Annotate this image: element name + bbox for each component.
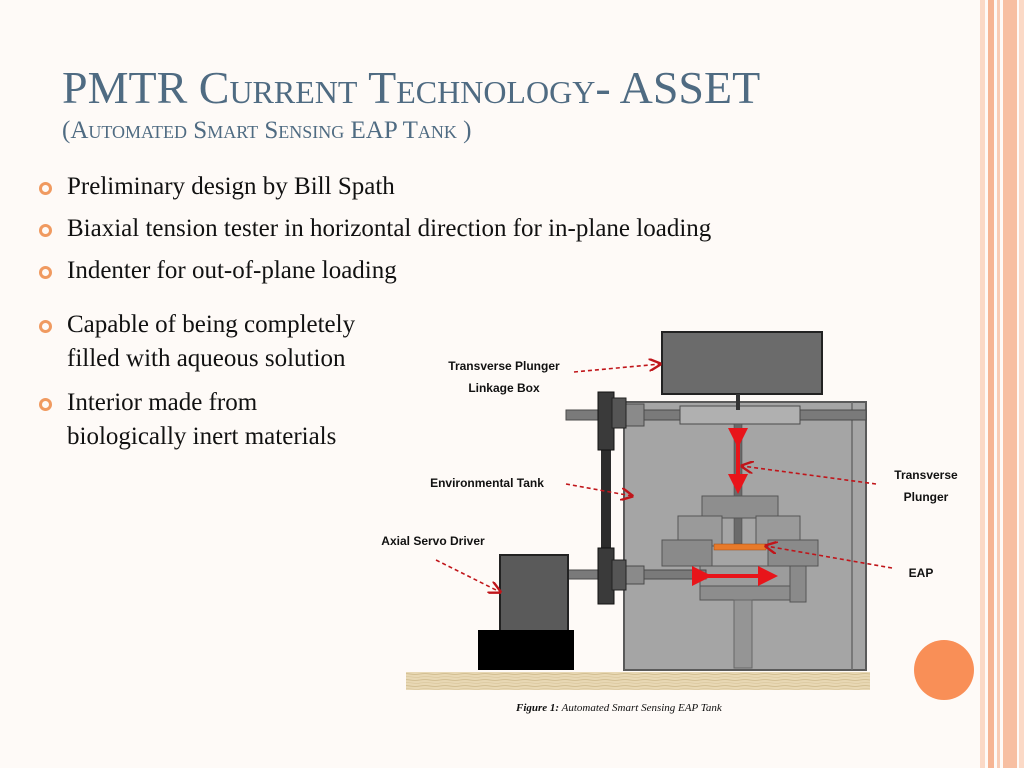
grip-upper [701, 495, 779, 519]
label-eap: EAP [909, 566, 934, 580]
bullet-icon [39, 398, 52, 411]
servo-base [478, 630, 574, 670]
asset-figure: Transverse Plunger Linkage Box Environme… [381, 331, 958, 690]
label-transverse-line1: Transverse [894, 468, 958, 482]
grip-right-clamp [767, 539, 819, 567]
bullet-icon [39, 266, 52, 279]
figure-caption: Figure 1: Automated Smart Sensing EAP Ta… [516, 702, 722, 714]
bullet-list-left: Capable of being completely filled with … [38, 308, 368, 464]
bullet-icon [39, 320, 52, 333]
title-small-caps: Current Technology [198, 62, 596, 113]
eap-sample [713, 543, 767, 551]
upper-bearing [611, 397, 627, 429]
label-transverse-line2: Plunger [904, 490, 949, 504]
leader-axial-servo [435, 559, 500, 592]
slide-subtitle: (Automated Smart Sensing EAP Tank ) [62, 117, 472, 144]
bullet-text: Capable of being completely filled with … [67, 311, 356, 372]
decor-stripe-5 [1019, 0, 1024, 768]
bullet-text: Interior made from biologically inert ma… [67, 389, 337, 450]
decor-stripe-4 [1003, 0, 1017, 768]
top-shaft-coupling [625, 403, 645, 427]
plunger-linkage-box [661, 331, 823, 395]
decor-orange-circle [914, 640, 974, 700]
leader-linkage-box [573, 364, 660, 373]
label-env-tank: Environmental Tank [430, 476, 544, 490]
servo-driver [499, 554, 569, 636]
bullet-item: Indenter for out-of-plane loading [38, 254, 938, 288]
label-plunger-box-line1: Transverse Plunger [448, 359, 560, 373]
caption-label: Figure 1: [516, 702, 560, 714]
caption-text: Automated Smart Sensing EAP Tank [559, 702, 722, 714]
title-suffix: - ASSET [595, 62, 761, 113]
bullet-item: Biaxial tension tester in horizontal dir… [38, 212, 938, 246]
decor-stripe-2 [988, 0, 994, 768]
leader-transverse-plunger [742, 466, 877, 485]
support-post [733, 599, 753, 669]
bullet-item: Interior made from biologically inert ma… [38, 386, 368, 454]
base-plank [406, 672, 870, 690]
bullet-text: Indenter for out-of-plane loading [67, 257, 397, 284]
leader-eap [766, 546, 893, 569]
bullet-item: Preliminary design by Bill Spath [38, 170, 938, 204]
bullet-list-top: Preliminary design by Bill Spath Biaxial… [38, 170, 938, 296]
bullet-text: Biaxial tension tester in horizontal dir… [67, 215, 712, 242]
slide-title: PMTR Current Technology- ASSET [62, 64, 760, 112]
label-axial-servo: Axial Servo Driver [381, 534, 485, 548]
decor-stripe-1 [980, 0, 985, 768]
bullet-text: Preliminary design by Bill Spath [67, 173, 395, 200]
lower-bearing [611, 559, 627, 591]
lower-base-plate [699, 585, 805, 601]
drive-belt [601, 392, 611, 604]
grip-left-clamp [661, 539, 713, 567]
axial-coupling [625, 565, 645, 585]
leader-env-tank [565, 483, 632, 496]
bullet-item: Capable of being completely filled with … [38, 308, 368, 376]
title-prefix: PMTR [62, 62, 199, 113]
label-plunger-box-line2: Linkage Box [468, 381, 540, 395]
bullet-icon [39, 224, 52, 237]
decor-stripe-3 [997, 0, 1000, 768]
right-mount [789, 565, 807, 603]
bullet-icon [39, 182, 52, 195]
